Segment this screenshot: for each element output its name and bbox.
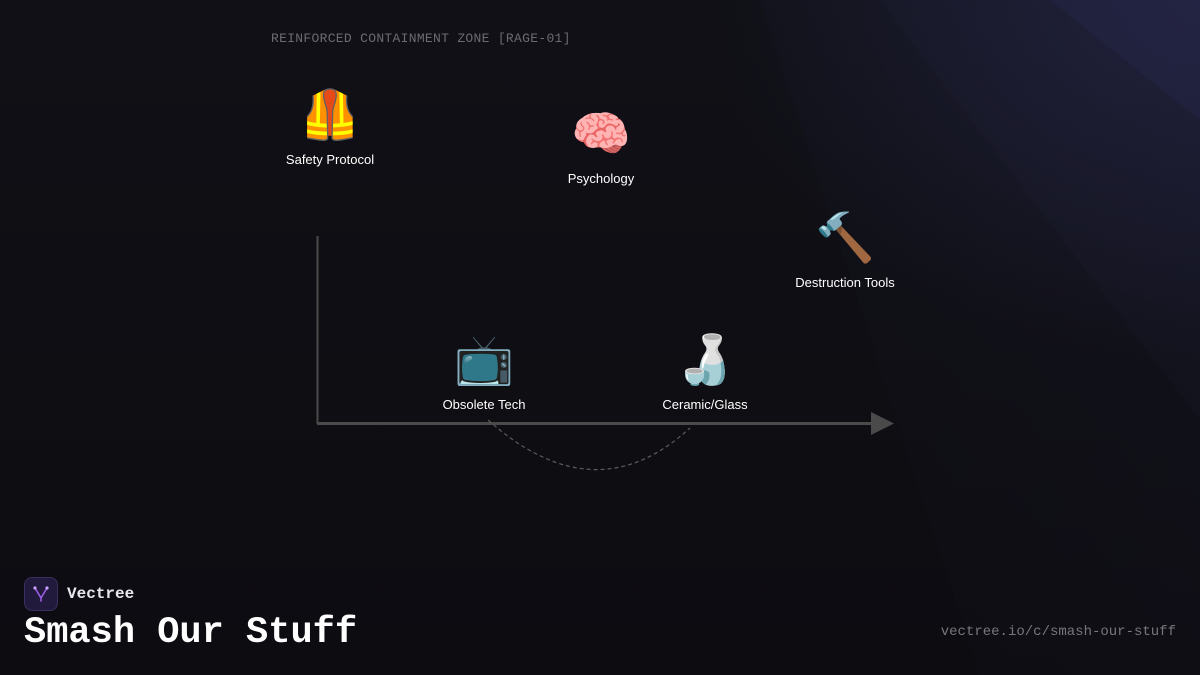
node-obsolete-tech[interactable]: 📺 Obsolete Tech <box>443 333 526 412</box>
node-label: Obsolete Tech <box>442 397 526 412</box>
node-safety-protocol[interactable]: 🦺 Safety Protocol <box>286 88 374 167</box>
brain-icon: 🧠 <box>571 108 631 161</box>
brand-name: Vectree <box>67 585 135 603</box>
page-url[interactable]: vectree.io/c/smash-our-stuff <box>940 624 1176 640</box>
node-destruction-tools[interactable]: 🔨 Destruction Tools <box>795 211 894 290</box>
dashed-connector-arc <box>487 419 691 471</box>
node-label: Psychology <box>567 171 635 186</box>
safety-vest-icon: 🦺 <box>300 89 360 142</box>
node-psychology[interactable]: 🧠 Psychology <box>568 107 634 186</box>
hammer-icon: 🔨 <box>815 212 875 265</box>
node-ceramic-glass[interactable]: 🍶 Ceramic/Glass <box>662 333 747 412</box>
television-icon: 📺 <box>454 334 514 387</box>
node-label: Safety Protocol <box>285 152 375 167</box>
vectree-logo-icon <box>24 577 58 611</box>
sake-bottle-icon: 🍶 <box>675 334 735 387</box>
node-label: Destruction Tools <box>795 275 895 290</box>
containment-zone-label: REINFORCED CONTAINMENT ZONE [RAGE-01] <box>271 31 571 46</box>
axis-arrowhead <box>871 412 894 435</box>
brand[interactable]: Vectree <box>24 577 134 611</box>
page-title: Smash Our Stuff <box>24 612 358 654</box>
node-label: Ceramic/Glass <box>662 397 748 412</box>
